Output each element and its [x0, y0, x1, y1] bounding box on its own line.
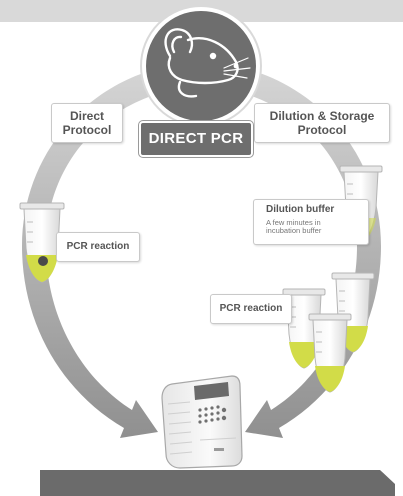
direct-protocol-line-2: Protocol: [62, 123, 112, 137]
dilution-note-line-2: incubation buffer: [266, 226, 322, 235]
thermal-cycler-icon: [161, 375, 243, 469]
dilution-note-line-1: A few minutes in: [266, 218, 321, 227]
bottom-banner: [40, 470, 395, 496]
dilution-protocol-line-1: Dilution & Storage: [269, 109, 375, 123]
dilution-buffer-label: Dilution buffer A few minutes in incubat…: [253, 199, 369, 245]
direct-pcr-title: DIRECT PCR: [139, 121, 253, 157]
mouse-head-icon: [164, 28, 251, 98]
dilution-buffer-title: Dilution buffer: [266, 204, 335, 215]
dilution-buffer-note: A few minutes in incubation buffer: [266, 219, 368, 235]
direct-protocol-label: Direct Protocol: [51, 103, 123, 143]
pcr-reaction-left-label: PCR reaction: [56, 232, 140, 262]
pcr-tube-right-3: [308, 313, 352, 393]
direct-protocol-line-1: Direct: [69, 109, 104, 123]
pcr-reaction-right-label: PCR reaction: [210, 294, 292, 324]
mouse-medallion: [140, 5, 262, 127]
dilution-protocol-line-2: Protocol: [297, 123, 347, 137]
dilution-storage-protocol-label: Dilution & Storage Protocol: [254, 103, 390, 143]
left-arc-arrow: [22, 62, 200, 438]
pcr-tube-right-2: [282, 288, 326, 369]
